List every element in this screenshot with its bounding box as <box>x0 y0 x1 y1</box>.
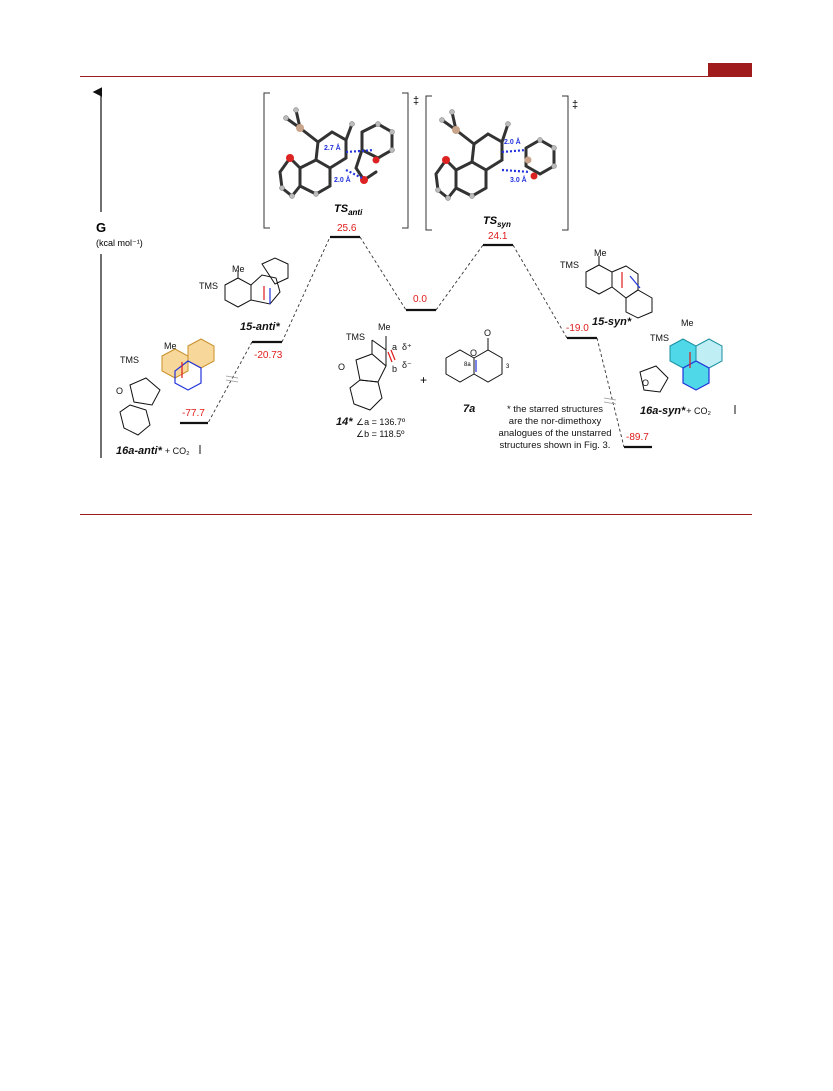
connectors <box>207 236 625 448</box>
label-16a-anti: 16a-anti*+ CO₂ <box>116 445 190 457</box>
ts-syn-label: TSsyn <box>483 215 511 229</box>
label-7a: 7a <box>463 403 475 415</box>
ts-anti-dagger: ‡ <box>413 95 419 107</box>
axis-breaks <box>225 375 617 405</box>
value-16a-syn: -89.7 <box>626 432 649 443</box>
14-delta-plus: δ⁺ <box>402 342 412 352</box>
value-15-anti: -20.73 <box>254 350 283 361</box>
16a-syn-o: O <box>642 378 649 388</box>
ts-anti-structure: ‡ 2.7 Å 2.0 Å TSanti <box>263 92 419 229</box>
footnote-line-3: analogues of the unstarred <box>498 428 611 439</box>
14-tms: TMS <box>346 332 365 342</box>
header-tab <box>708 63 752 76</box>
15-anti-tms: TMS <box>199 281 218 291</box>
15-anti-me: Me <box>232 264 245 274</box>
14-atom-a: a <box>392 342 397 352</box>
structure-15-syn: TMS Me 15-syn* <box>560 248 653 328</box>
label-15-anti: 15-anti* <box>240 321 280 333</box>
energy-diagram: G (kcal mol⁻¹) ‡ 2.7 Å 2.0 Å <box>92 87 736 458</box>
structure-7a: O O 3 8a 7a <box>445 328 510 415</box>
footnote-line-1: * the starred structures <box>507 404 603 415</box>
value-ts-syn: 24.1 <box>488 231 508 242</box>
value-16a-anti: -77.7 <box>182 408 205 419</box>
ts-syn-dagger: ‡ <box>572 99 578 111</box>
7a-o-carbonyl: O <box>484 328 491 338</box>
label-16a-syn: 16a-syn*+ CO₂ <box>640 405 712 417</box>
footnote-line-4: structures shown in Fig. 3. <box>500 440 611 451</box>
plus-sign: + <box>420 373 427 387</box>
14-atom-b: b <box>392 364 397 374</box>
structure-14: TMS Me O a b δ⁺ δ⁻ 14* ∠a = 136.7º ∠b = … <box>336 322 412 439</box>
axis-unit: (kcal mol⁻¹) <box>96 238 143 248</box>
15-syn-tms: TMS <box>560 260 579 270</box>
label-15-syn: 15-syn* <box>592 316 632 328</box>
16a-anti-o: O <box>116 386 123 396</box>
ts-anti-dist-1: 2.7 Å <box>324 143 341 152</box>
7a-pos-3: 3 <box>506 364 510 370</box>
16a-anti-me: Me <box>164 341 177 351</box>
16a-syn-me: Me <box>681 318 694 328</box>
axis-label: G <box>96 220 106 235</box>
14-me: Me <box>378 322 391 332</box>
7a-pos-8a: 8a <box>464 362 471 368</box>
angle-b: ∠b = 118.5º <box>356 429 405 439</box>
15-syn-me: Me <box>594 248 607 258</box>
label-14: 14* <box>336 416 353 428</box>
footer-rule <box>80 514 752 515</box>
ts-anti-dist-2: 2.0 Å <box>334 175 351 184</box>
ts-syn-dist-2: 3.0 Å <box>510 175 527 184</box>
structure-16a-anti: TMS Me O 16a-anti*+ CO₂ <box>116 338 215 457</box>
energy-levels <box>180 235 652 449</box>
structure-15-anti: TMS Me 15-anti* <box>199 257 289 333</box>
value-15-syn: -19.0 <box>566 323 589 334</box>
value-ts-anti: 25.6 <box>337 223 357 234</box>
14-o: O <box>338 362 345 372</box>
value-reactant: 0.0 <box>413 294 427 305</box>
7a-o-ring: O <box>470 348 477 358</box>
angle-a: ∠a = 136.7º <box>356 417 406 427</box>
16a-syn-tms: TMS <box>650 333 669 343</box>
header-rule <box>80 76 752 77</box>
ts-anti-label: TSanti <box>334 203 363 217</box>
footnote-line-2: are the nor-dimethoxy <box>509 416 602 427</box>
structure-16a-syn: TMS Me O 16a-syn*+ CO₂ <box>639 318 736 417</box>
ts-syn-dist-1: 2.0 Å <box>504 137 521 146</box>
16a-anti-tms: TMS <box>120 355 139 365</box>
14-delta-minus: δ⁻ <box>402 360 412 370</box>
ts-syn-structure: ‡ 2.0 Å 3.0 Å TSsyn <box>425 95 578 231</box>
